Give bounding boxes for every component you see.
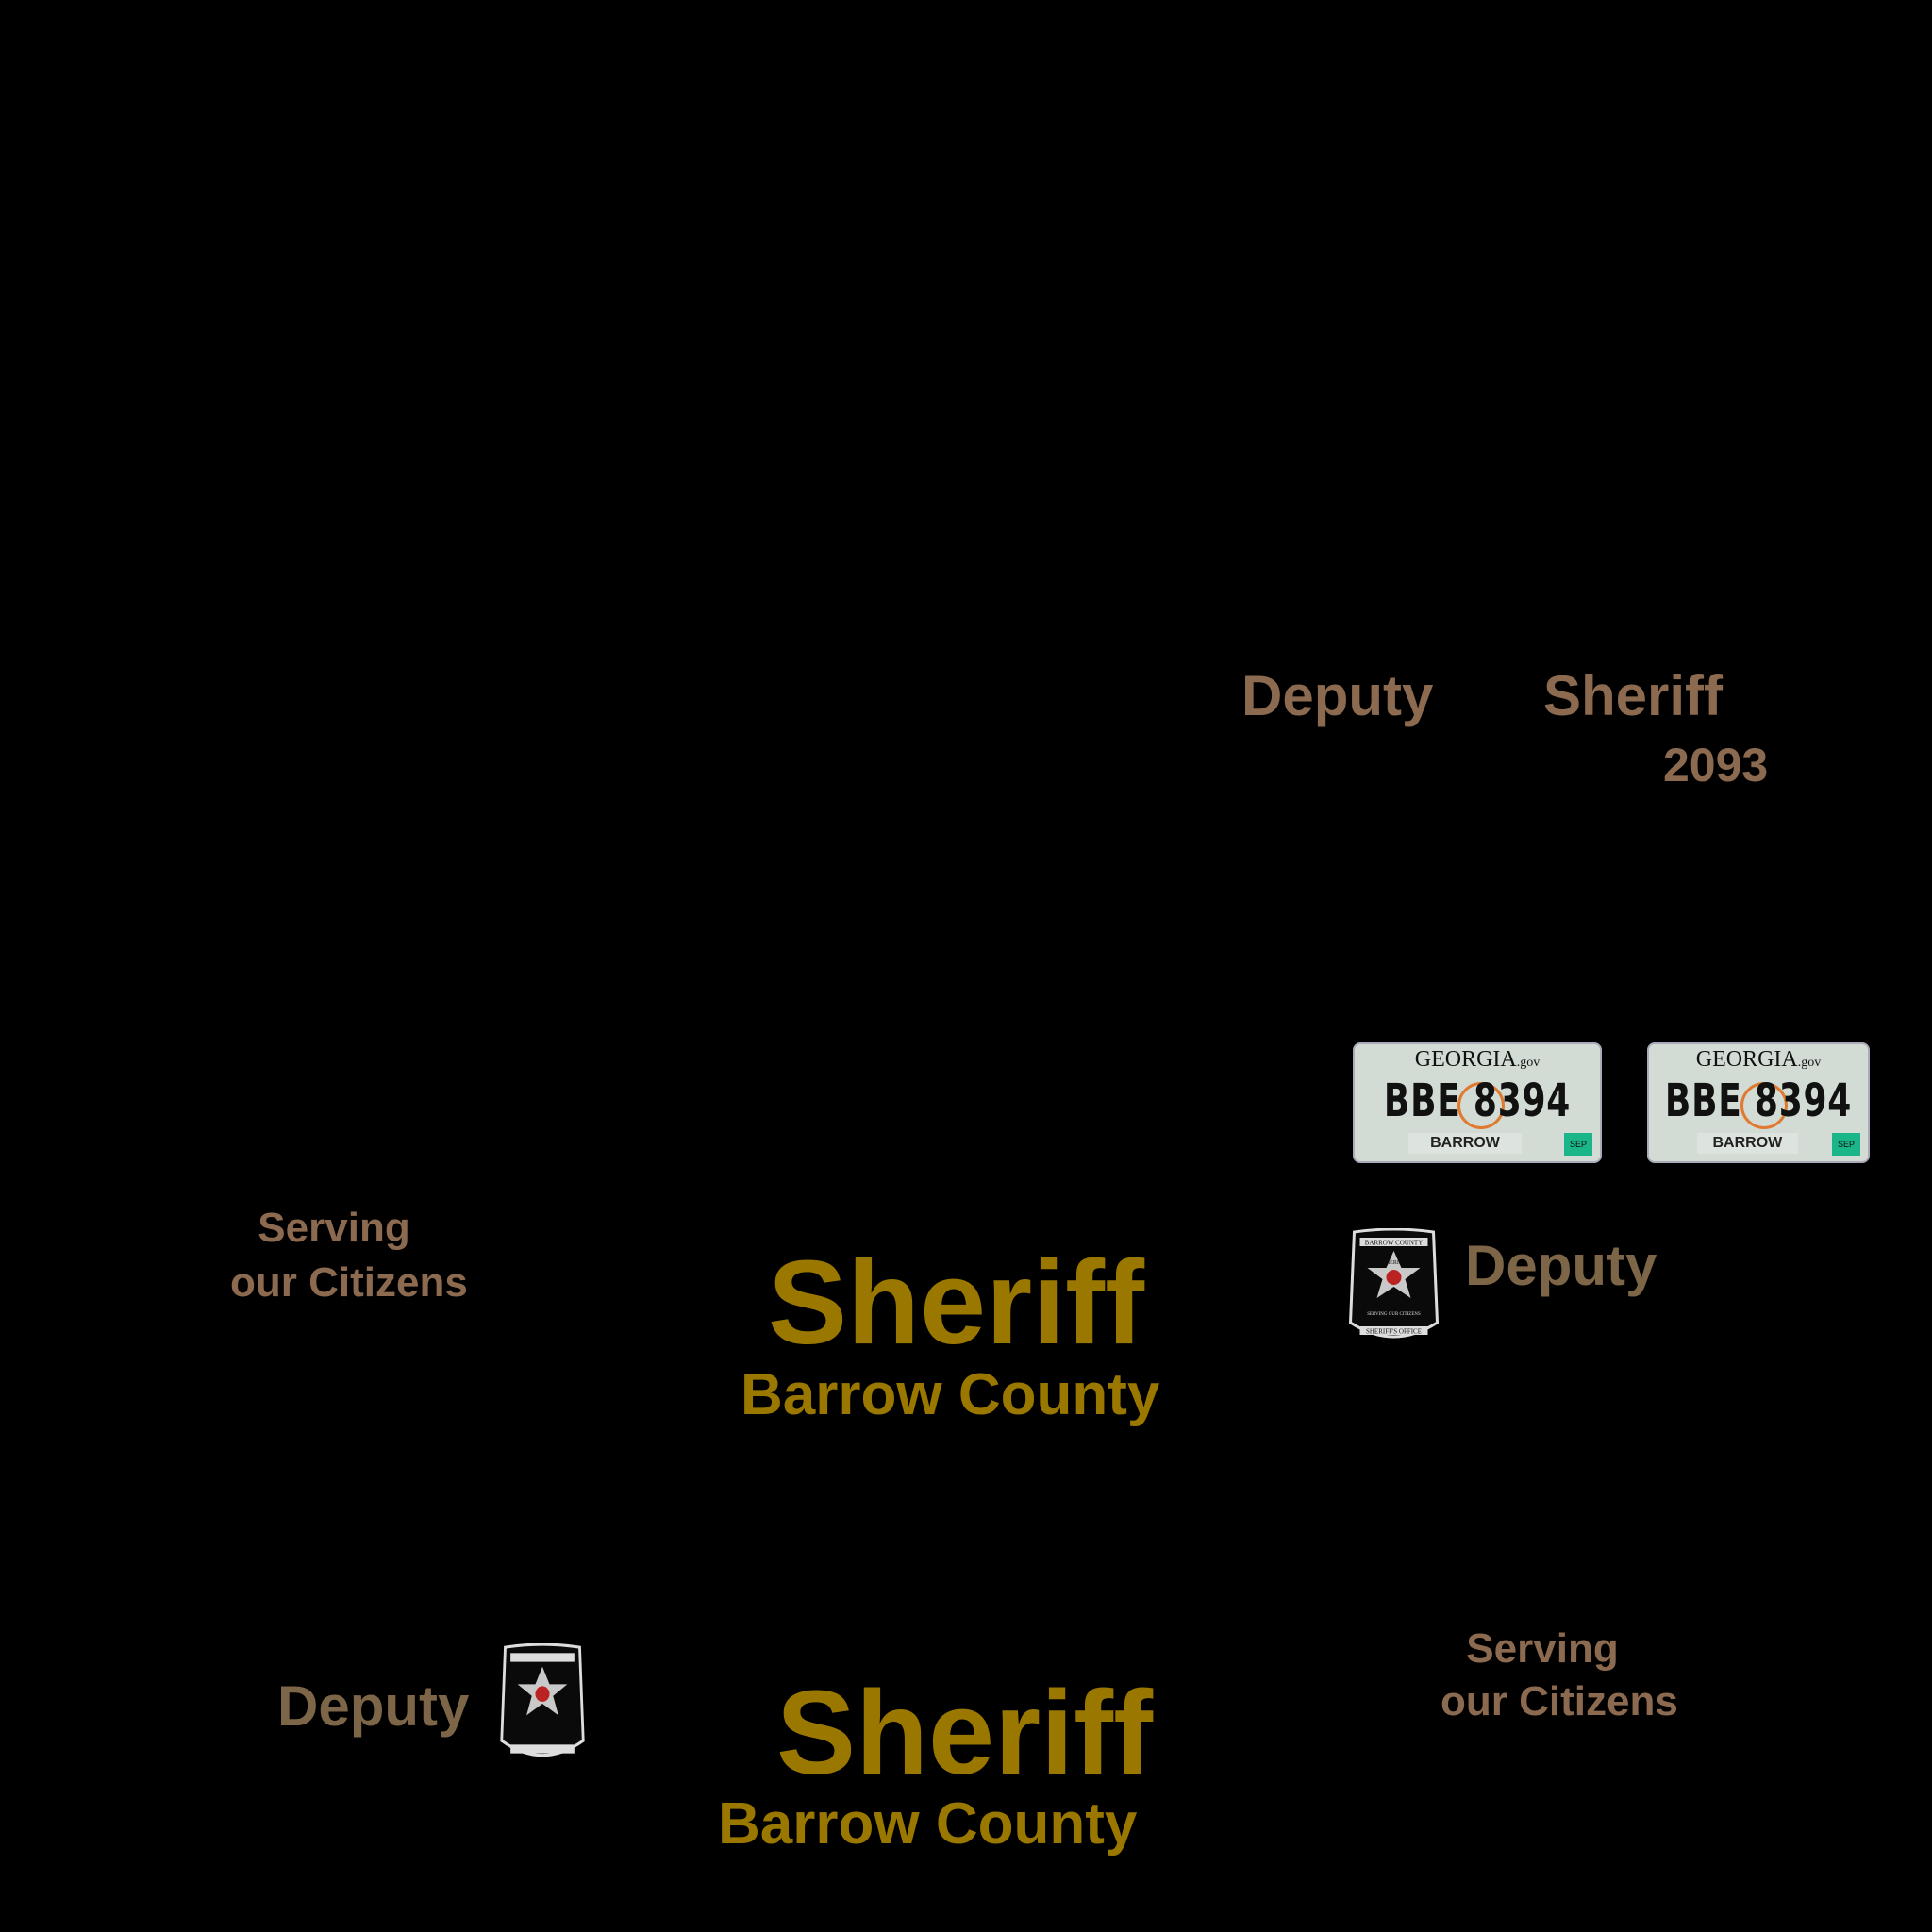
plate-number: BBE 8394 (1383, 1074, 1572, 1127)
serving-line2-right: our Citizens (1441, 1678, 1678, 1724)
plate-state: GEORGIA (1695, 1047, 1798, 1072)
license-plate: GEORGIA.gov BBE 8394 BARROW SEP (1353, 1042, 1602, 1163)
plate-county: BARROW (1408, 1133, 1522, 1154)
peach-icon (1457, 1082, 1506, 1129)
plate-state: GEORGIA (1414, 1047, 1517, 1072)
sheriff-title-bottom: Sheriff (776, 1666, 1154, 1799)
plate-month-sticker: SEP (1832, 1133, 1860, 1156)
peach-icon (1740, 1082, 1789, 1129)
badge-star-text: SHERIFF (1382, 1260, 1406, 1266)
badge-motto: SERVING OUR CITIZENS (1367, 1312, 1421, 1317)
plate-number: BBE 8394 (1664, 1074, 1853, 1127)
plate-month-sticker: SEP (1564, 1133, 1592, 1156)
county-title-bottom: Barrow County (718, 1791, 1138, 1857)
unit-number: 2093 (1663, 739, 1769, 791)
sheriff-badge-icon (500, 1643, 585, 1757)
badge-top-banner: BARROW COUNTY (1365, 1240, 1424, 1247)
badge-bottom-banner: SHERIFF'S OFFICE (1366, 1328, 1422, 1336)
sheriff-title: Sheriff (768, 1236, 1145, 1369)
serving-line1-right: Serving (1466, 1625, 1619, 1672)
deputy-label-bottom: Deputy (277, 1674, 470, 1738)
sheriff-badge-icon: BARROW COUNTY SHERIFF SERVING OUR CITIZE… (1348, 1228, 1440, 1339)
deputy-label-right: Deputy (1465, 1234, 1657, 1297)
serving-line1: Serving (258, 1205, 410, 1251)
license-plate: GEORGIA.gov BBE 8394 BARROW SEP (1647, 1042, 1870, 1163)
serving-line2: our Citizens (230, 1259, 468, 1306)
plate-county: BARROW (1697, 1133, 1798, 1154)
county-title: Barrow County (741, 1362, 1160, 1427)
sheriff-label-top: Sheriff (1543, 664, 1724, 727)
plate-suffix: .gov (1797, 1056, 1822, 1070)
plate-suffix: .gov (1516, 1056, 1541, 1070)
deputy-label-top: Deputy (1241, 664, 1434, 727)
